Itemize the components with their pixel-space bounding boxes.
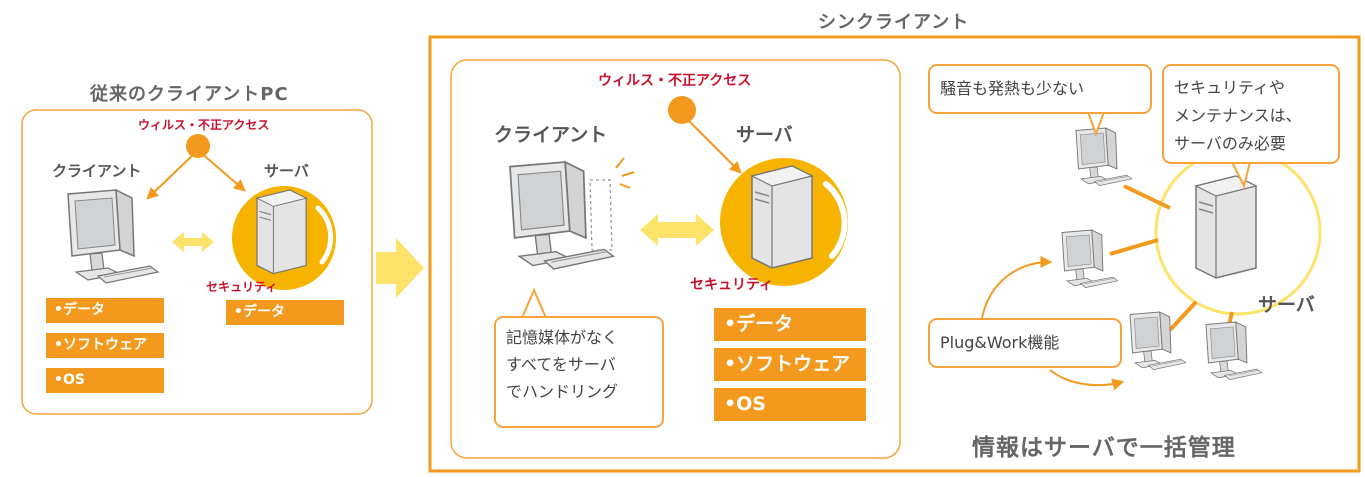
plug-work-callout: Plug&Work機能 <box>928 318 1122 368</box>
missing-storage-outline <box>589 179 613 251</box>
client-callout: 記憶媒体がなく すべてをサーバ でハンドリング <box>494 316 664 428</box>
client-callout-line-1: 記憶媒体がなく <box>506 328 619 347</box>
client-callout-line-3: でハンドリング <box>506 382 619 401</box>
server-item-software: •ソフトウェア <box>714 348 866 381</box>
legacy-server-label: サーバ <box>264 162 309 180</box>
transition-arrow <box>376 238 424 298</box>
bidirectional-arrow-right <box>640 214 714 246</box>
maintenance-callout: セキュリティや メンテナンスは、 サーバのみ必要 <box>1162 64 1340 164</box>
thin-client-server-label: サーバ <box>736 124 793 146</box>
threat-dot-left <box>186 134 210 158</box>
server-tower-icon-left <box>256 189 307 275</box>
legacy-client-item-software: •ソフトウェア <box>46 333 164 358</box>
client-callout-line-2: すべてをサーバ <box>506 355 616 374</box>
legacy-client-item-data: •データ <box>46 298 164 323</box>
footer-caption: 情報はサーバで一括管理 <box>972 435 1236 461</box>
thin-client-threat-label: ウィルス・不正アクセス <box>598 73 752 89</box>
network-server-label: サーバ <box>1258 294 1315 316</box>
legacy-pc-title: 従来のクライアントPC <box>90 84 289 105</box>
threat-dot-right <box>668 96 696 124</box>
server-item-data: •データ <box>714 308 866 341</box>
noise-callout: 騒音も発熱も少ない <box>928 64 1152 114</box>
thin-client-security-label: セキュリティ <box>690 277 774 293</box>
legacy-threat-label: ウィルス・不正アクセス <box>138 118 270 132</box>
thin-client-title: シンクライアント <box>818 12 970 33</box>
maintenance-callout-line-2: メンテナンスは、 <box>1174 106 1302 125</box>
server-tower-icon-right <box>751 165 813 269</box>
thin-client-client-label: クライアント <box>494 124 608 146</box>
maintenance-callout-line-3: サーバのみ必要 <box>1174 134 1286 153</box>
legacy-client-item-os: •OS <box>46 368 164 393</box>
maintenance-callout-line-1: セキュリティや <box>1174 78 1286 97</box>
server-item-os: •OS <box>714 388 866 421</box>
noise-callout-text: 騒音も発熱も少ない <box>940 79 1085 98</box>
bidirectional-arrow-left <box>172 232 214 252</box>
legacy-client-label: クライアント <box>52 162 142 180</box>
network-server-tower-icon <box>1195 175 1257 279</box>
legacy-server-item-data: •データ <box>226 300 344 325</box>
legacy-security-label: セキュリティ <box>206 280 278 294</box>
plug-work-callout-text: Plug&Work機能 <box>940 333 1060 352</box>
